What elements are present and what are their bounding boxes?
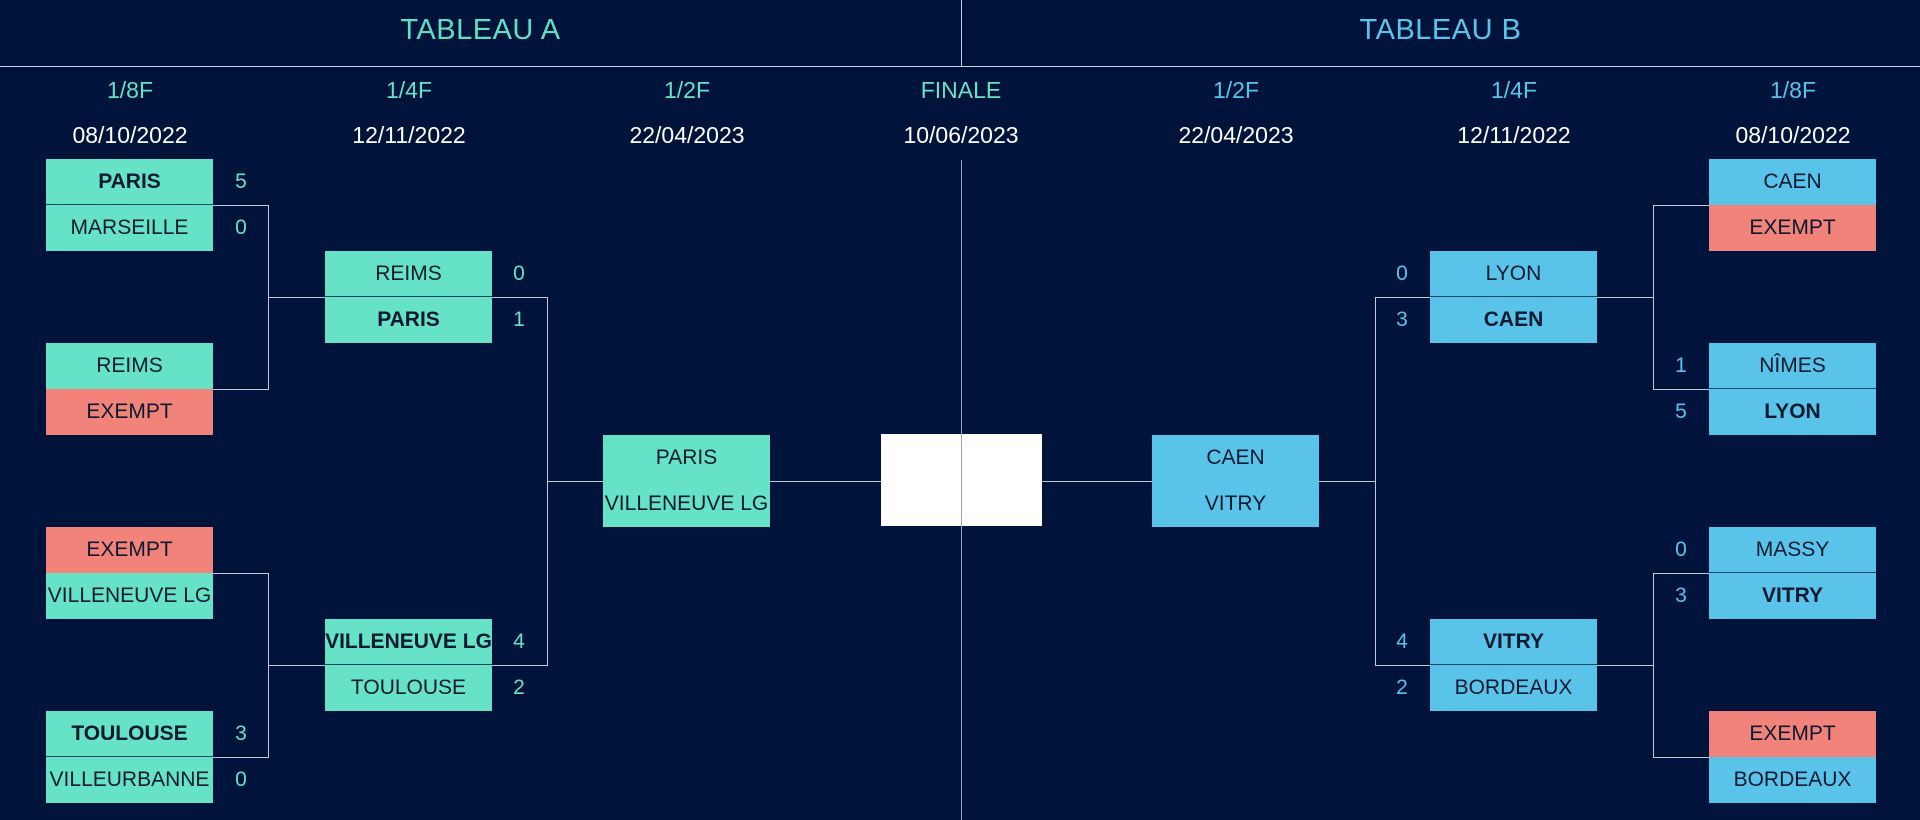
- bracket-connector: [770, 481, 881, 482]
- team-score: 2: [1396, 676, 1408, 699]
- team-box: MARSEILLE: [46, 205, 213, 251]
- tableau-a-title: TABLEAU A: [400, 14, 561, 46]
- team-box-exempt: EXEMPT: [1709, 711, 1876, 757]
- team-box: MASSY: [1709, 527, 1876, 573]
- bracket-connector: [492, 297, 548, 298]
- final-box-divider: [961, 434, 962, 526]
- bracket-connector: [213, 757, 269, 758]
- bracket-connector: [1597, 297, 1653, 298]
- team-score: 3: [1675, 584, 1687, 607]
- team-box: VITRY: [1430, 619, 1597, 665]
- round-label-b-sf: 1/2F: [1212, 77, 1260, 103]
- team-score: 1: [513, 308, 525, 331]
- bracket-connector: [1597, 665, 1653, 666]
- team-box: BORDEAUX: [1709, 757, 1876, 803]
- team-box: BORDEAUX: [1430, 665, 1597, 711]
- team-box: VILLEURBANNE: [46, 757, 213, 803]
- round-date-b-qf: 12/11/2022: [1457, 122, 1571, 148]
- bracket-connector: [213, 205, 269, 206]
- round-label-a-sf: 1/2F: [663, 77, 711, 103]
- team-box: PARIS: [325, 297, 492, 343]
- bracket-connector: [492, 665, 548, 666]
- round-date-b-r16: 08/10/2022: [1735, 122, 1851, 148]
- team-box: REIMS: [46, 343, 213, 389]
- team-box: PARIS: [46, 159, 213, 205]
- team-score: 0: [513, 262, 525, 285]
- bracket-connector: [547, 481, 603, 482]
- team-box-exempt: EXEMPT: [1709, 205, 1876, 251]
- team-box: CAEN: [1430, 297, 1597, 343]
- team-box: VILLENEUVE LG: [603, 481, 770, 527]
- team-score: 2: [513, 676, 525, 699]
- round-date-b-sf: 22/04/2023: [1178, 122, 1294, 148]
- team-score: 0: [1396, 262, 1408, 285]
- bracket-connector: [1375, 297, 1376, 666]
- round-date-a-r16: 08/10/2022: [72, 122, 188, 148]
- team-score: 0: [235, 768, 247, 791]
- bracket-connector: [1653, 573, 1709, 574]
- team-box: VILLENEUVE LG: [46, 573, 213, 619]
- round-date-final: 10/06/2023: [903, 122, 1019, 148]
- team-score: 4: [1396, 630, 1408, 653]
- team-score: 5: [1675, 400, 1687, 423]
- round-date-a-sf: 22/04/2023: [629, 122, 745, 148]
- team-box: NÎMES: [1709, 343, 1876, 389]
- bracket-connector: [1653, 573, 1654, 758]
- team-box: REIMS: [325, 251, 492, 297]
- bracket-connector: [1319, 481, 1375, 482]
- bracket-connector: [268, 297, 325, 298]
- bracket-connector: [213, 573, 269, 574]
- bracket-connector: [1653, 205, 1654, 390]
- team-box-exempt: EXEMPT: [46, 527, 213, 573]
- team-box: LYON: [1709, 389, 1876, 435]
- team-score: 3: [235, 722, 247, 745]
- team-box: LYON: [1430, 251, 1597, 297]
- team-box: CAEN: [1152, 435, 1319, 481]
- round-label-b-r16: 1/8F: [1769, 77, 1817, 103]
- team-score: 1: [1675, 354, 1687, 377]
- team-box: VITRY: [1152, 481, 1319, 527]
- bracket-connector: [1042, 481, 1152, 482]
- team-score: 0: [235, 216, 247, 239]
- round-label-a-qf: 1/4F: [385, 77, 433, 103]
- team-score: 0: [1675, 538, 1687, 561]
- round-label-final: FINALE: [920, 77, 1002, 103]
- round-label-a-r16: 1/8F: [106, 77, 154, 103]
- header-center-divider: [961, 0, 962, 66]
- team-score: 4: [513, 630, 525, 653]
- bracket-connector: [1653, 757, 1709, 758]
- bracket-connector: [1375, 297, 1430, 298]
- bracket-connector: [268, 665, 325, 666]
- team-box: VILLENEUVE LG: [325, 619, 492, 665]
- bracket-connector: [1653, 389, 1709, 390]
- team-box-exempt: EXEMPT: [46, 389, 213, 435]
- header-divider: [0, 66, 1920, 67]
- team-box: VITRY: [1709, 573, 1876, 619]
- round-label-b-qf: 1/4F: [1490, 77, 1538, 103]
- bracket-connector: [213, 389, 269, 390]
- team-score: 3: [1396, 308, 1408, 331]
- team-box: TOULOUSE: [46, 711, 213, 757]
- bracket-connector: [1653, 205, 1709, 206]
- tableau-b-title: TABLEAU B: [1359, 14, 1522, 46]
- bracket-connector: [1375, 665, 1430, 666]
- team-box: TOULOUSE: [325, 665, 492, 711]
- team-box: PARIS: [603, 435, 770, 481]
- team-box: CAEN: [1709, 159, 1876, 205]
- round-date-a-qf: 12/11/2022: [352, 122, 466, 148]
- team-score: 5: [235, 170, 247, 193]
